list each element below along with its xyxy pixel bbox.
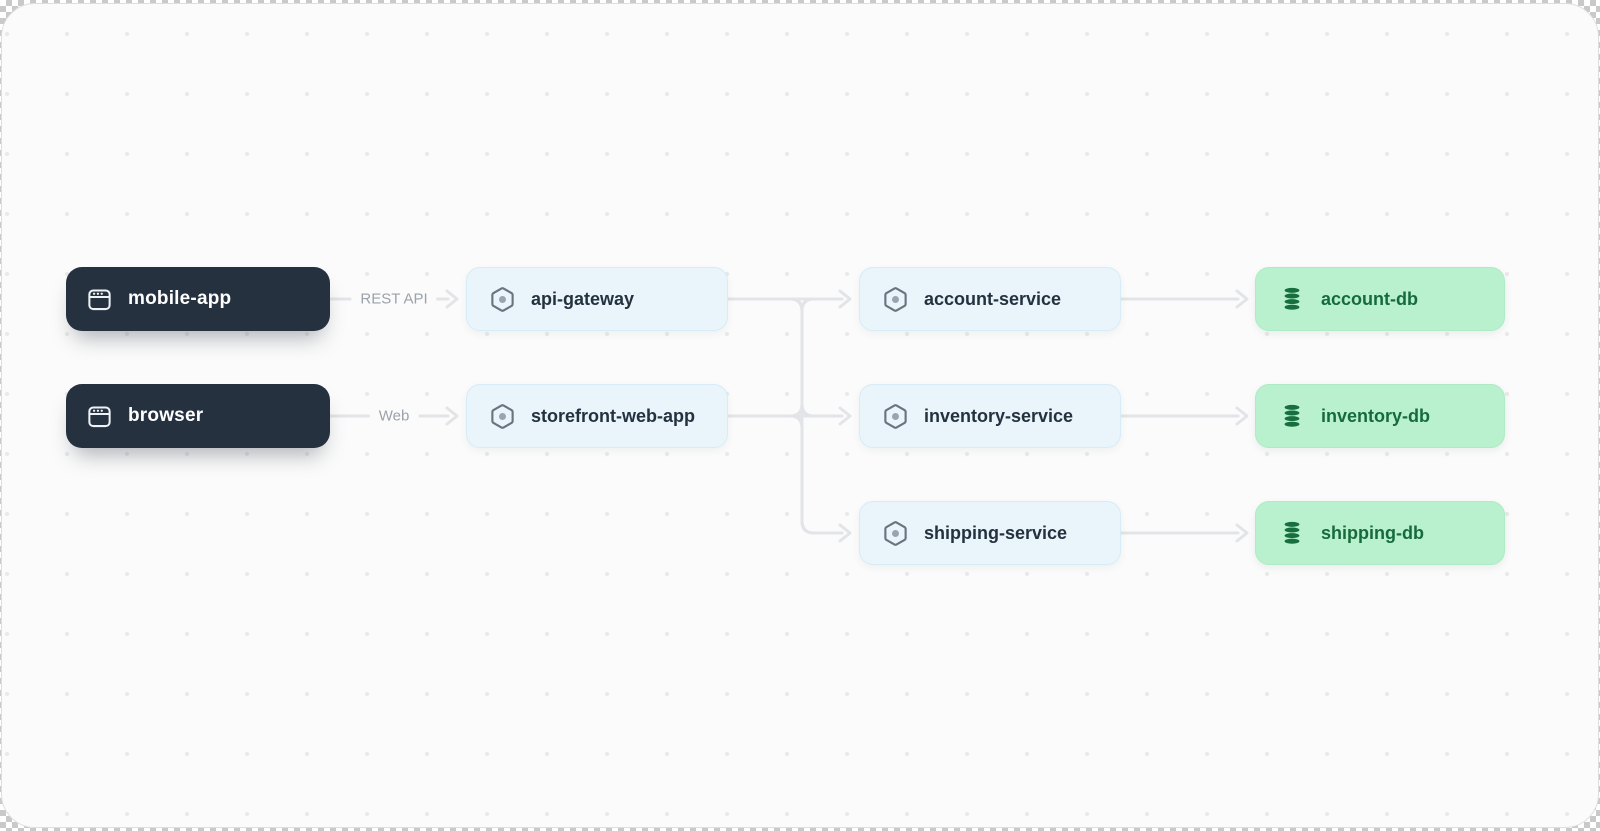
database-icon (1280, 403, 1304, 429)
node-label: storefront-web-app (531, 405, 695, 426)
node-storefront-web-app[interactable]: storefront-web-app (466, 384, 728, 448)
hexagon-node-icon (489, 286, 516, 313)
node-label: inventory-db (1321, 405, 1431, 426)
node-label: shipping-db (1321, 522, 1424, 543)
edges-layer (328, 289, 1249, 543)
arrowhead-icon (838, 289, 852, 309)
arrowhead-icon (1235, 523, 1249, 543)
database-icon (1280, 520, 1304, 546)
node-shipping-db[interactable]: shipping-db (1255, 501, 1505, 565)
node-inventory-db[interactable]: inventory-db (1255, 384, 1505, 448)
hexagon-node-icon (882, 520, 909, 547)
diagram-card: REST API Web mobile-app (1, 3, 1599, 828)
node-label: mobile-app (128, 288, 232, 309)
node-label: api-gateway (531, 288, 635, 309)
edge-api-gateway-inventory-service (726, 297, 830, 418)
node-label: account-service (924, 288, 1062, 309)
arrowhead-icon (838, 523, 852, 543)
arrowhead-icon (838, 406, 852, 426)
arrowhead-icon (445, 289, 459, 309)
node-api-gateway[interactable]: api-gateway (466, 267, 728, 331)
arrowhead-icon (445, 406, 459, 426)
node-label: inventory-service (924, 405, 1074, 426)
node-label: account-db (1321, 288, 1418, 309)
diagram-canvas[interactable]: REST API Web mobile-app (2, 4, 1598, 827)
edge-label-web: Web (369, 404, 419, 428)
arrowhead-icon (1235, 406, 1249, 426)
node-inventory-service[interactable]: inventory-service (859, 384, 1121, 448)
node-label: shipping-service (924, 522, 1068, 543)
node-browser[interactable]: browser (66, 384, 330, 448)
node-account-service[interactable]: account-service (859, 267, 1121, 331)
arrowhead-icon (1235, 289, 1249, 309)
database-icon (1280, 286, 1304, 312)
hexagon-node-icon (882, 286, 909, 313)
node-label: browser (128, 405, 204, 426)
node-shipping-service[interactable]: shipping-service (859, 501, 1121, 565)
app-window-icon (86, 403, 113, 430)
app-window-icon (86, 286, 113, 313)
edge-storefront-shipping-service (726, 414, 844, 535)
hexagon-node-icon (882, 403, 909, 430)
edge-label-rest-api: REST API (351, 287, 437, 311)
edge-storefront-account-service (726, 297, 830, 418)
node-account-db[interactable]: account-db (1255, 267, 1505, 331)
node-mobile-app[interactable]: mobile-app (66, 267, 330, 331)
hexagon-node-icon (489, 403, 516, 430)
